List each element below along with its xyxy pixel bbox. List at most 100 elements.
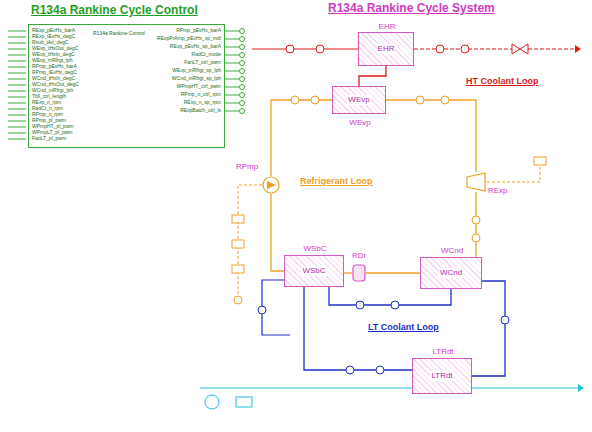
component-label: RExp bbox=[488, 186, 508, 195]
sensor-block bbox=[232, 265, 244, 273]
signal-name: RExp_pEvHx_sp_barA bbox=[170, 44, 221, 50]
pin-port bbox=[240, 53, 245, 58]
sensor-symbol bbox=[416, 96, 424, 104]
pump-symbol: RPmp bbox=[262, 176, 280, 194]
pipe-connector bbox=[475, 192, 476, 257]
component-label: LTRdt bbox=[432, 347, 453, 356]
signal-name: WCnd_tHxOut_degC bbox=[32, 82, 79, 88]
pipe-connector bbox=[472, 281, 505, 376]
signal-line bbox=[238, 185, 262, 296]
expander-outline bbox=[466, 172, 486, 192]
sensor-symbol bbox=[441, 96, 449, 104]
pipe-connector bbox=[329, 287, 451, 305]
pipe-connector bbox=[386, 100, 476, 172]
sensor-symbol bbox=[472, 234, 480, 242]
input-pins bbox=[8, 31, 26, 139]
component-name: EHR bbox=[377, 44, 396, 53]
valve-symbol bbox=[512, 44, 528, 54]
air-flow-path bbox=[200, 384, 584, 409]
signal-name: RExp_pEvHx_barA bbox=[32, 28, 75, 34]
sensor-symbol bbox=[346, 366, 354, 374]
sensor-block bbox=[534, 157, 546, 165]
signal-name: RExpBatch_ctrl_ls bbox=[180, 108, 221, 114]
diagram-title: R134a Rankine Cycle System bbox=[328, 2, 495, 16]
signal-name: RExp_n_sp_rpm bbox=[184, 100, 221, 106]
sensor-symbol bbox=[356, 301, 364, 309]
sensor-symbol bbox=[501, 316, 509, 324]
flow-arrow bbox=[578, 384, 584, 392]
pin-port bbox=[240, 61, 245, 66]
signal-name: RPmp_pEvHx_barA bbox=[176, 28, 221, 34]
drum-body bbox=[353, 265, 365, 281]
pipe-connector bbox=[271, 194, 284, 271]
signal-line bbox=[487, 165, 540, 182]
sensor-symbol bbox=[391, 301, 399, 309]
refrigerant-pipework bbox=[232, 96, 546, 304]
flow-arrow bbox=[575, 45, 581, 53]
pump-arrow bbox=[267, 181, 276, 189]
signal-name: WCnd_mRfrgt_lph bbox=[32, 88, 73, 94]
pin-port bbox=[240, 37, 245, 42]
signal-name: Tbll_ctrl_length bbox=[32, 94, 66, 100]
sensor-symbol bbox=[316, 45, 324, 53]
loop-label: HT Coolant Loop bbox=[466, 76, 538, 86]
component-name: WSbC bbox=[301, 266, 326, 275]
component-label: WEvp bbox=[349, 118, 370, 127]
ht-pipe bbox=[252, 48, 358, 49]
component-label: R134a Rankine Cycle Control bbox=[31, 4, 198, 18]
loop-label: Refrigerant Loop bbox=[300, 176, 373, 186]
signal-name: WPmpLT_pl_pwm bbox=[32, 130, 72, 136]
receiver-drier: RDr bbox=[352, 264, 366, 282]
sensor-symbol bbox=[291, 96, 299, 104]
signal-name: RPmp_pl_pwm bbox=[32, 118, 66, 124]
sensor-symbol bbox=[436, 45, 444, 53]
lt-pipe bbox=[262, 280, 290, 335]
pin-port bbox=[240, 29, 245, 34]
signal-name: RadCt_n_rpm bbox=[32, 106, 63, 112]
signal-name: WCnd_tHxIn_degC bbox=[32, 76, 75, 82]
expander-body bbox=[467, 173, 485, 191]
sensor-symbol bbox=[286, 45, 294, 53]
pin-port bbox=[240, 109, 245, 114]
signal-name: RPmp_n_ctrl_rpm bbox=[181, 92, 221, 98]
signal-name: RadCt_mode bbox=[192, 52, 221, 58]
signal-name: RExp_tEvHx_degC bbox=[32, 34, 75, 40]
signal-name: RExp_n_rpm bbox=[32, 100, 61, 106]
pin-port bbox=[240, 85, 245, 90]
sensor-symbol bbox=[472, 216, 480, 224]
component-label: RDr bbox=[352, 251, 366, 260]
loop-label: LT Coolant Loop bbox=[368, 322, 439, 332]
pipe-connector bbox=[359, 66, 386, 86]
lt-radiator: LTRdtLTRdt bbox=[412, 358, 472, 394]
signal-name: FanLT_ctrl_pwm bbox=[184, 60, 221, 66]
component-label: WCnd bbox=[441, 246, 463, 255]
signal-name: WEvp_tHxIn_degC bbox=[32, 52, 75, 58]
signal-name: FanLT_pl_pwm bbox=[32, 136, 66, 142]
condenser: WCndWCnd bbox=[420, 257, 482, 289]
ht-coolant-pipework bbox=[252, 44, 581, 54]
pump-outline bbox=[262, 176, 280, 194]
pin-port bbox=[240, 93, 245, 98]
signal-name: WPmpHT_pl_pwm bbox=[32, 124, 74, 130]
sensor-symbol bbox=[311, 96, 319, 104]
component-label: WSbC bbox=[303, 244, 326, 253]
pipe-connector bbox=[366, 272, 420, 273]
exhaust-heat-recovery: EHREHR bbox=[358, 32, 414, 66]
component-name: R134a Rankine Control bbox=[93, 31, 145, 37]
air-sensor bbox=[236, 397, 252, 407]
component-label: EHR bbox=[379, 22, 396, 31]
sensor-block bbox=[232, 215, 244, 223]
air-line bbox=[200, 387, 578, 388]
signal-name: WEvp_mRfrgt_lph bbox=[32, 58, 73, 64]
signal-name: Rsub_tAir_degC bbox=[32, 40, 69, 46]
pin-port bbox=[240, 101, 245, 106]
subcooler: WSbCWSbC bbox=[284, 255, 344, 287]
ht-pipe-dashed bbox=[414, 48, 575, 49]
sensor-block bbox=[232, 240, 244, 248]
pump-body bbox=[263, 177, 279, 193]
signal-name: RPmp_tEvHx_degC bbox=[32, 70, 77, 76]
signal-name: WEvp_tHxOut_degC bbox=[32, 46, 78, 52]
pipe-connector bbox=[271, 100, 332, 176]
pipe-connector bbox=[344, 272, 352, 273]
